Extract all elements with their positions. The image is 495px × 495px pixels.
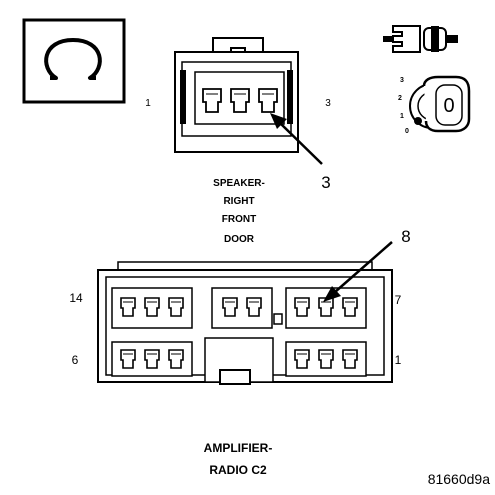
amplifier-pin-1-label: 1 — [395, 353, 402, 367]
figure-id: 81660d9a — [428, 471, 491, 487]
amplifier-terminal — [342, 349, 358, 369]
speaker-callout-number: 3 — [321, 173, 330, 192]
ignition-position-3: 3 — [400, 77, 404, 84]
speaker-name-line: SPEAKER- — [213, 178, 265, 189]
speaker-name-line: DOOR — [224, 234, 255, 245]
speaker-pin-3-label: 3 — [325, 98, 331, 109]
amplifier-pin-14-label: 14 — [69, 291, 83, 305]
speaker-name-line: FRONT — [222, 214, 256, 225]
ignition-position-1: 1 — [400, 113, 404, 120]
ignition-key-label: 0 — [443, 95, 454, 117]
amplifier-pin-6-label: 6 — [72, 353, 79, 367]
amplifier-terminal — [246, 297, 262, 317]
amplifier-terminal — [120, 349, 136, 369]
ignition-key-icon: 3 2 1 0 0 — [398, 75, 471, 135]
amplifier-connector — [97, 261, 393, 385]
amplifier-terminal — [294, 349, 310, 369]
ignition-position-2: 2 — [398, 95, 402, 102]
amplifier-terminal — [294, 297, 310, 317]
amplifier-callout-arrow — [323, 241, 393, 302]
ignition-position-0: 0 — [405, 128, 409, 135]
speaker-terminal — [202, 88, 222, 113]
disconnected-connector-icon — [383, 25, 458, 53]
amplifier-pin-7-label: 7 — [395, 293, 402, 307]
amplifier-terminal — [120, 297, 136, 317]
speaker-callout-arrow — [270, 113, 323, 165]
amplifier-terminal — [222, 297, 238, 317]
speaker-name-line: RIGHT — [223, 196, 254, 207]
amplifier-terminal — [144, 297, 160, 317]
amplifier-terminal — [168, 349, 184, 369]
speaker-connector — [174, 37, 299, 153]
amplifier-callout-number: 8 — [401, 227, 410, 246]
amplifier-terminal — [342, 297, 358, 317]
amplifier-terminal — [318, 349, 334, 369]
amplifier-name-line: AMPLIFIER- — [204, 441, 273, 455]
ohm-symbol-icon — [44, 38, 102, 80]
amplifier-terminal — [144, 349, 160, 369]
amplifier-terminal — [168, 297, 184, 317]
amplifier-name-line: RADIO C2 — [209, 463, 267, 477]
speaker-pin-1-label: 1 — [145, 98, 151, 109]
speaker-terminal — [258, 88, 278, 113]
speaker-terminal — [230, 88, 250, 113]
ohmmeter-box — [22, 18, 126, 104]
